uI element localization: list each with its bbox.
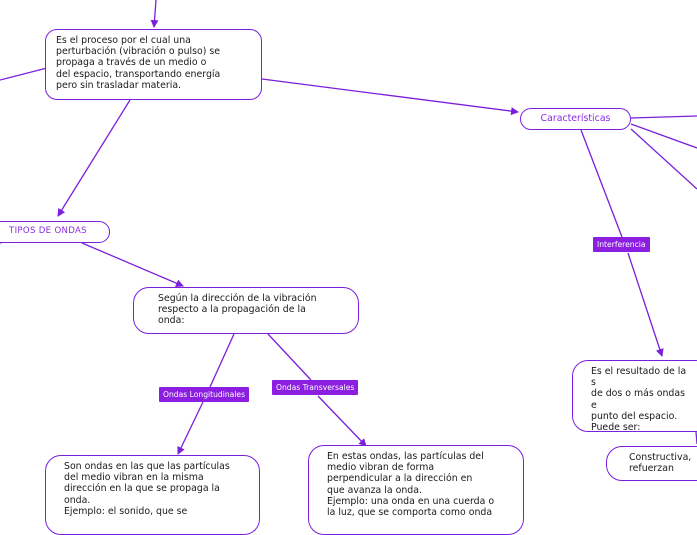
connector-caracteristicas-branch-2 [630,128,697,190]
connector-definition-to-tipos [57,99,131,217]
caracteristicas-node[interactable]: Características [520,108,631,130]
connector-lines [0,0,697,455]
connector-segun-to-transversales-label [267,333,312,381]
segun-direccion-node[interactable]: Según la dirección de la vibración respe… [133,287,359,334]
ondas-longitudinales-label[interactable]: Ondas Longitudinales [159,387,250,402]
connector-caracteristicas-right [630,115,697,119]
transversales-desc-node[interactable]: En estas ondas, las partículas del medio… [308,445,524,535]
connector-interferencia-to-desc [627,252,664,357]
ondas-transversales-label[interactable]: Ondas Transversales [272,380,359,395]
connector-segun-to-longitudinales-label [209,333,235,388]
connector-caracteristicas-to-interferencia [580,129,623,238]
interferencia-desc-node[interactable]: Es el resultado de la s de dos o más ond… [572,360,697,433]
tipos-de-ondas-node[interactable]: TIPOS DE ONDAS [0,221,110,243]
longitudinales-desc-node[interactable]: Son ondas en las que las partículas del … [45,455,260,535]
definition-node[interactable]: Es el proceso por el cual una perturbaci… [45,29,262,100]
connector-definition-left [0,67,48,81]
connector-top [150,0,159,28]
connector-longitudinales-label-to-desc [177,401,204,455]
connector-tipos-to-segun [81,242,184,287]
constructiva-node[interactable]: Constructiva, refuerzan [606,446,697,481]
connector-definition-to-caracteristicas [261,78,519,116]
connector-transversales-label-to-desc [317,395,367,447]
connector-caracteristicas-branch-1 [630,123,697,149]
interferencia-label[interactable]: Interferencia [593,237,650,252]
